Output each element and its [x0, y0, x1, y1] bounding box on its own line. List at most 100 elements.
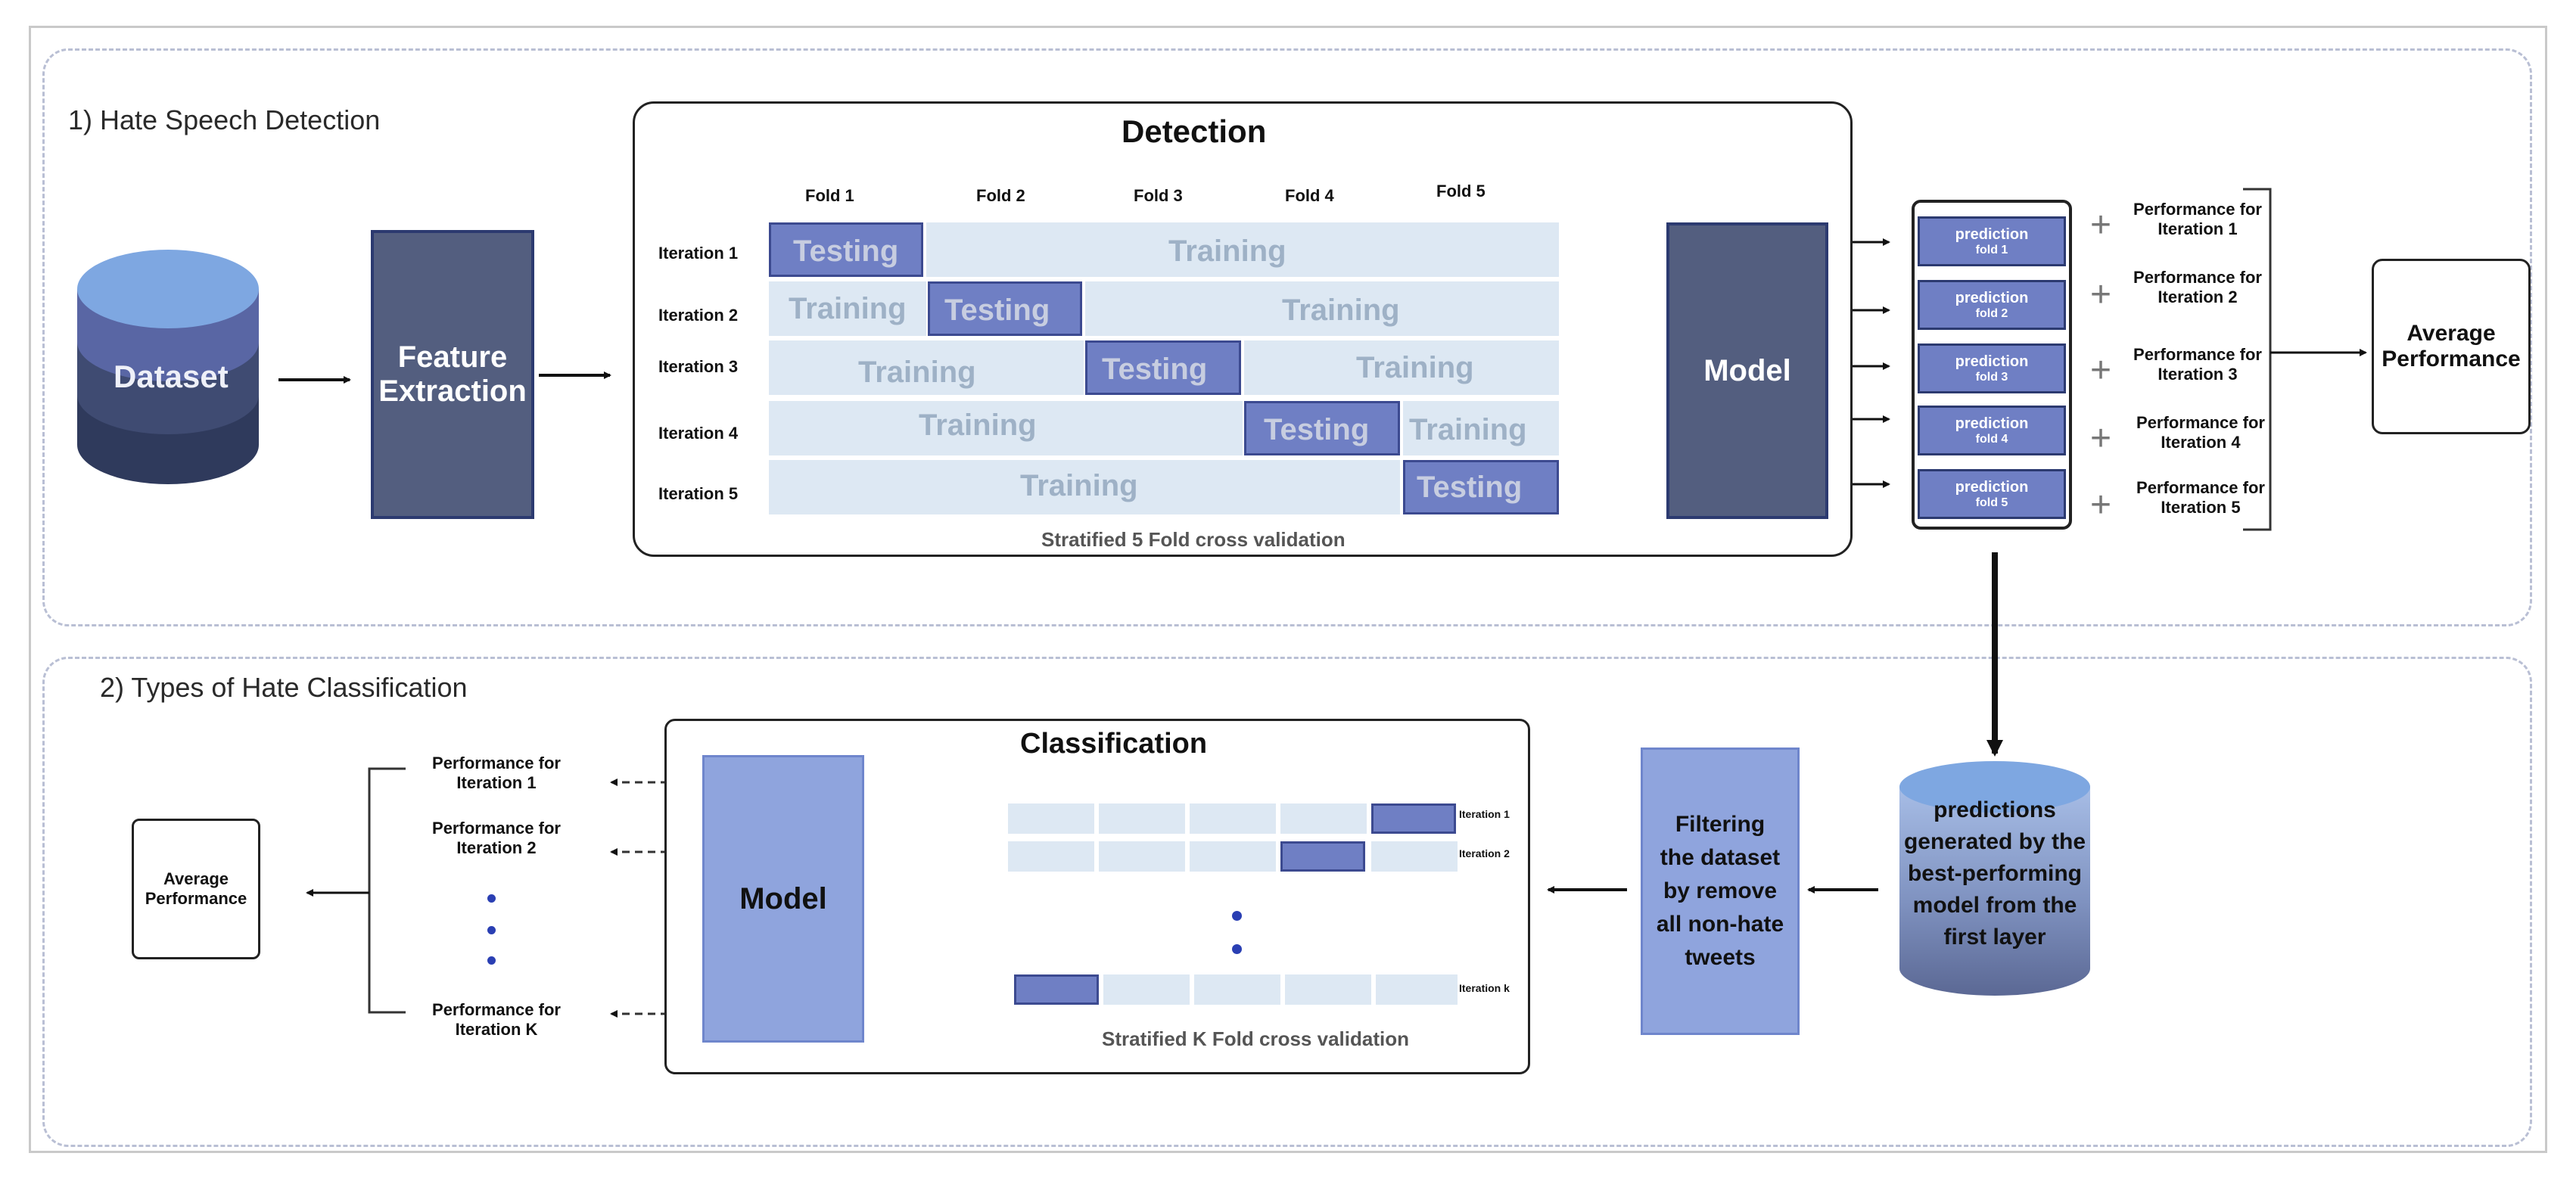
filter-line-1: Filtering — [1675, 812, 1766, 837]
average-label-2b: Performance — [145, 889, 247, 908]
model-label-detection: Model — [1703, 353, 1791, 387]
r4-testing-label: Testing — [1264, 413, 1370, 446]
plus-icon-2: + — [2090, 275, 2112, 315]
k-iter-label-1: Iteration 1 — [1459, 808, 1510, 820]
plus-icon-4: + — [2090, 418, 2112, 458]
prediction-fold-1-line2: fold 1 — [1975, 243, 2008, 256]
k-cell-rk-3 — [1194, 974, 1280, 1005]
k-cell-r2-1 — [1008, 841, 1094, 872]
iteration-label-3: Iteration 3 — [658, 357, 739, 376]
fold-header-4: Fold 4 — [1285, 186, 1334, 205]
fold-header-2: Fold 2 — [976, 186, 1025, 205]
r2-testing-label: Testing — [944, 294, 1050, 327]
cell-r3-testing — [1085, 340, 1241, 395]
k-cell-r1-test — [1371, 803, 1456, 834]
k-cell-r2-5 — [1371, 841, 1458, 872]
prediction-fold-3-line2: fold 3 — [1975, 370, 2008, 384]
k-cell-r1-3 — [1190, 803, 1276, 834]
plus-icon-1: + — [2090, 205, 2112, 245]
section1-title: 1) Hate Speech Detection — [68, 104, 381, 135]
prediction-fold-3-line1: prediction — [1955, 353, 2029, 370]
perf-ellipsis-dot-2 — [487, 926, 496, 934]
outer-frame — [29, 26, 2547, 1153]
prediction-fold-5-line1: prediction — [1955, 478, 2029, 496]
k-cell-r1-4 — [1280, 803, 1367, 834]
average-performance-box-2: Average Performance — [132, 819, 260, 959]
feature-label-1: Feature — [397, 340, 508, 374]
section2-title: 2) Types of Hate Classification — [100, 672, 468, 703]
k-cell-rk-test — [1014, 974, 1099, 1005]
cell-r1-training — [926, 222, 1559, 277]
prediction-fold-4: prediction fold 4 — [1918, 406, 2066, 455]
k-iter-label-k: Iteration k — [1459, 982, 1510, 994]
r3-training-label-b: Training — [1356, 351, 1474, 384]
filter-line-5: tweets — [1685, 945, 1756, 970]
r3-training-label-a: Training — [858, 356, 976, 389]
model-box-classification: Model — [702, 755, 864, 1043]
iteration-label-1: Iteration 1 — [658, 244, 739, 263]
plus-icon-3: + — [2090, 350, 2112, 390]
perf-ellipsis-dot-1 — [487, 894, 496, 903]
fold-header-1: Fold 1 — [805, 186, 854, 205]
cell-r3-training-b — [1244, 340, 1559, 395]
predictions-database-text: predictions generated by the best-perfor… — [1903, 797, 2086, 950]
performance-bracket-right — [2243, 188, 2272, 531]
k-cell-r2-test — [1280, 841, 1365, 872]
r5-training-label: Training — [1020, 469, 1138, 502]
r5-testing-label: Testing — [1417, 471, 1523, 504]
model-box-detection: Model — [1666, 222, 1828, 519]
iteration-label-4: Iteration 4 — [658, 424, 739, 443]
filter-line-4: all non-hate — [1656, 912, 1784, 937]
filter-line-2: the dataset — [1660, 845, 1781, 870]
filter-dataset-box: Filtering the dataset by remove all non-… — [1641, 748, 1800, 1035]
cell-r2-training-b — [1085, 281, 1559, 336]
detection-cv-caption: Stratified 5 Fold cross validation — [1041, 528, 1346, 551]
cell-r4-testing — [1244, 401, 1400, 455]
r2-training-label-a: Training — [789, 292, 907, 325]
prediction-fold-3: prediction fold 3 — [1918, 343, 2066, 393]
fold-header-3: Fold 3 — [1134, 186, 1183, 205]
detection-title: Detection — [1122, 113, 1267, 149]
cell-r3-training-a — [769, 340, 1084, 395]
k-iter-label-2: Iteration 2 — [1459, 847, 1510, 859]
feature-extraction-box: Feature Extraction — [371, 230, 534, 519]
prediction-fold-2-line1: prediction — [1955, 289, 2029, 306]
cell-r4-training-a — [769, 401, 1243, 455]
k-cell-rk-2 — [1103, 974, 1190, 1005]
dataset-label: Dataset — [114, 359, 229, 394]
k-cell-r1-1 — [1008, 803, 1094, 834]
cell-r2-training-a — [769, 281, 926, 336]
feature-label-2: Extraction — [378, 375, 527, 408]
performance-bracket-left — [368, 767, 406, 1014]
k-cell-rk-4 — [1285, 974, 1371, 1005]
iteration-label-2: Iteration 2 — [658, 306, 739, 325]
average-label-2a: Average — [163, 869, 229, 888]
r4-training-label-a: Training — [919, 409, 1037, 442]
average-performance-box-1: Average Performance — [2372, 259, 2531, 434]
plus-icon-5: + — [2090, 485, 2112, 525]
section-hate-speech-detection — [42, 48, 2532, 626]
ellipsis-dot-2 — [1232, 944, 1242, 954]
section-types-of-hate-classification — [42, 657, 2532, 1147]
dataset-cylinder — [77, 250, 259, 484]
cell-r1-testing — [769, 222, 923, 277]
prediction-fold-1-line1: prediction — [1955, 225, 2029, 243]
average-label-1b: Performance — [2382, 347, 2521, 371]
cell-r4-training-b — [1403, 401, 1559, 455]
cell-r2-testing — [928, 281, 1082, 336]
r1-training-label: Training — [1168, 235, 1286, 268]
classification-title: Classification — [1020, 728, 1208, 760]
average-label-1a: Average — [2406, 321, 2496, 346]
prediction-fold-4-line1: prediction — [1955, 415, 2029, 432]
classification-cv-caption: Stratified K Fold cross validation — [1102, 1027, 1409, 1050]
fold-header-5: Fold 5 — [1436, 182, 1486, 200]
k-cell-r2-3 — [1190, 841, 1276, 872]
model-label-classification: Model — [739, 881, 827, 915]
